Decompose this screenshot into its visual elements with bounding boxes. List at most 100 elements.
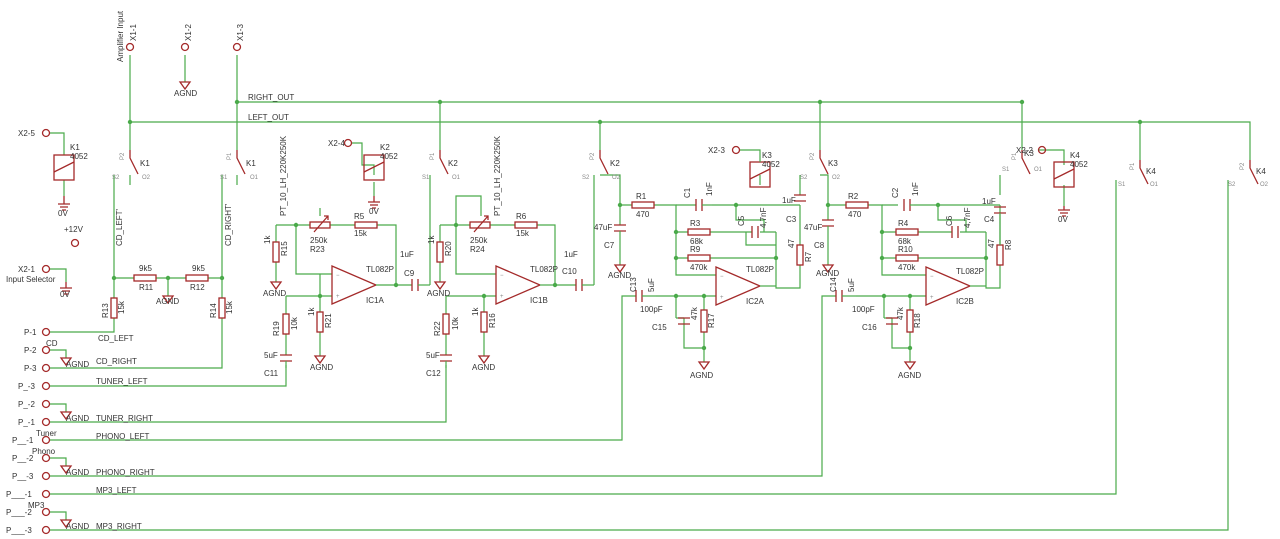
terminal-x1-2[interactable]: [180, 42, 190, 52]
terminal-x2-1[interactable]: [41, 264, 51, 274]
relay-k2-sw2-name: K2: [610, 159, 620, 168]
r1-value: 470: [636, 210, 650, 219]
port-terminal[interactable]: [41, 435, 51, 445]
capacitor-c8: [822, 219, 834, 227]
port-label: P_-2: [18, 400, 35, 409]
x2-4-label: X2-4: [328, 139, 345, 148]
opamps: − + − + − + − + TL082P IC1A TL082P IC1B …: [331, 265, 986, 306]
resistor-r17: [700, 309, 708, 333]
resistor-labels: R11 9k5 R12 9k5 R5 15k R6 15k R1 470 R3 …: [101, 135, 1013, 336]
terminal-plus12v[interactable]: [70, 238, 80, 248]
r8-name: R8: [1004, 239, 1013, 250]
c4-value: 1uF: [982, 197, 996, 206]
c5-value: 4,7nF: [759, 207, 768, 228]
port-label: P__-2: [12, 454, 34, 463]
agnd-label: AGND: [66, 522, 89, 531]
c15-name: C15: [652, 323, 667, 332]
x1-2-label: X1-2: [184, 24, 193, 41]
r4-value: 68k: [898, 237, 912, 246]
pot2-part-label: PT_10_LH_220K250K: [493, 135, 502, 216]
relay-pin: P1: [227, 152, 233, 160]
c12-name: C12: [426, 369, 441, 378]
terminal-x2-4[interactable]: [343, 138, 353, 148]
relay-k1-type: 4052: [70, 152, 88, 161]
c9-value: 1uF: [400, 250, 414, 259]
agnd-label: AGND: [263, 289, 286, 298]
port-terminal[interactable]: [41, 399, 51, 409]
ic1a-name: IC1A: [366, 296, 384, 305]
r20-value: 1k: [427, 235, 436, 244]
r17-name: R17: [707, 313, 716, 328]
port-terminal[interactable]: [41, 453, 51, 463]
amplifier-input-label: Amplifier Input: [116, 10, 125, 62]
x2-1-label: X2-1: [18, 265, 35, 274]
port-terminal[interactable]: [41, 507, 51, 517]
plus12v-label: +12V: [64, 225, 84, 234]
port-label: P-1: [24, 328, 37, 337]
port-terminal[interactable]: [41, 381, 51, 391]
port-terminal[interactable]: [41, 489, 51, 499]
net-phono-left: PHONO_LEFT: [96, 432, 149, 441]
c10-name: C10: [562, 267, 577, 276]
net-phono-right: PHONO_RIGHT: [96, 468, 155, 477]
r5-name: R5: [354, 212, 365, 221]
port-terminal[interactable]: [41, 471, 51, 481]
port-label: P___-3: [6, 526, 32, 535]
port-label: P___-1: [6, 490, 32, 499]
r12-name: R12: [190, 283, 205, 292]
agnd-label: AGND: [608, 271, 631, 280]
net-mp3-left: MP3_LEFT: [96, 486, 137, 495]
relay-k3-name: K3: [762, 151, 772, 160]
c14-name: C14: [829, 277, 838, 292]
relay-k1-coil: [53, 154, 75, 181]
r2-name: R2: [848, 192, 859, 201]
port-terminal[interactable]: [41, 417, 51, 427]
zero-v-label: 0V: [58, 209, 68, 218]
zero-volt-symbols: [58, 180, 1070, 295]
r7-value: 47: [787, 239, 796, 248]
resistor-r9: [687, 254, 711, 262]
terminal-x2-3[interactable]: [731, 145, 741, 155]
relay-pin: P2: [120, 152, 126, 160]
terminal-x2-5[interactable]: [41, 128, 51, 138]
relay-switches: [129, 150, 1259, 185]
resistor-r6: [514, 221, 538, 229]
resistor-r19: [282, 313, 290, 335]
port-label: P_-1: [18, 418, 35, 427]
r10-name: R10: [898, 245, 913, 254]
c2-value: 1nF: [911, 182, 920, 196]
capacitor-c12: [440, 354, 452, 362]
capacitor-c5: [751, 226, 759, 238]
agnd-label: AGND: [66, 360, 89, 369]
port-label: P_-3: [18, 382, 35, 391]
resistor-r18: [906, 309, 914, 333]
c14-value: 5uF: [847, 278, 856, 292]
port-terminal[interactable]: [41, 327, 51, 337]
potentiometer-r23: [309, 221, 331, 229]
port-terminal[interactable]: [41, 363, 51, 373]
r13-value: 15k: [117, 300, 126, 314]
terminal-x1-3[interactable]: [232, 42, 242, 52]
c1-name: C1: [683, 187, 692, 198]
port-label: P__-3: [12, 472, 34, 481]
r21-value: 1k: [307, 307, 316, 316]
r22-name: R22: [433, 321, 442, 336]
port-terminal[interactable]: [41, 525, 51, 535]
capacitor-c10: [575, 279, 583, 291]
resistor-r1: [631, 201, 655, 209]
r6-value: 15k: [516, 229, 530, 238]
relay-pin: P2: [810, 152, 816, 160]
terminal-x2-2[interactable]: [1037, 145, 1047, 155]
port-terminal[interactable]: [41, 345, 51, 355]
potentiometer-r24: [469, 221, 491, 229]
c5-name: C5: [737, 215, 746, 226]
relay-k3-sw1-name: K3: [828, 159, 838, 168]
relay-k1-sw2-name: K1: [246, 159, 256, 168]
net-cd-left: CD_LEFT: [98, 334, 134, 343]
c9-name: C9: [404, 269, 415, 278]
resistor-r8: [996, 244, 1004, 266]
relay-k2-name: K2: [380, 143, 390, 152]
resistor-r15: [272, 241, 280, 263]
terminal-x1-1[interactable]: [125, 42, 135, 52]
